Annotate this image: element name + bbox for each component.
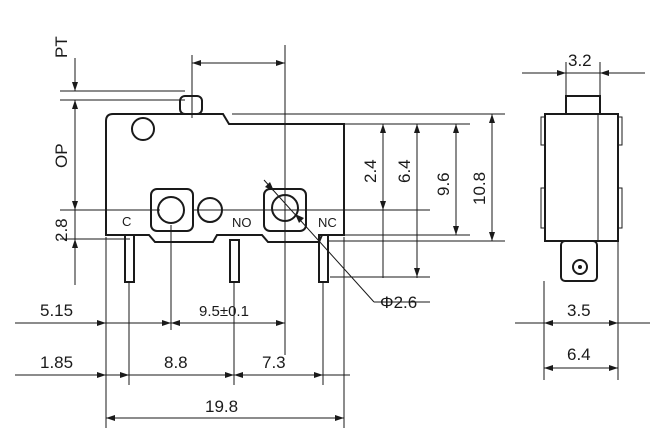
terminal-c-pin [124,234,135,283]
dim-7-3-label: 7.3 [262,353,286,372]
bottom-dimensions [15,225,350,428]
side-plunger [565,95,601,115]
mounting-hole-top [131,117,155,141]
dim-9-5-label: 9.5±0.1 [199,303,249,320]
side-terminal-tab [560,240,598,282]
pt-label: PT [52,36,71,58]
top-dimension [191,45,286,355]
left-vertical-dimensions [60,58,185,285]
op-label: OP [52,143,71,168]
plunger [179,95,203,115]
side-body-outline [544,113,619,242]
dim-2-4-label: 2.4 [361,159,380,183]
left-mounting-hole [157,196,185,224]
terminal-nc-label: NC [318,215,337,230]
dim-phi-label: Φ2.6 [380,293,417,312]
side-view-dimensions [515,62,650,380]
dim-6-4-vertical-label: 6.4 [395,159,414,183]
dim-6-4-horizontal-label: 6.4 [567,345,591,364]
dim-19-8-label: 19.8 [205,397,238,416]
right-vertical-dimensions [192,113,505,278]
dim-9-6-label: 9.6 [434,172,453,196]
switch-front-view [105,95,345,283]
dim-8-8-label: 8.8 [164,353,188,372]
dim-2-8-label: 2.8 [52,218,71,242]
switch-side-view [540,95,623,282]
dim-1-85-label: 1.85 [40,353,73,372]
terminal-no-pin [229,239,240,283]
side-terminal-hole [572,259,588,275]
dim-3-5-label: 3.5 [567,301,591,320]
dim-10-8-label: 10.8 [470,172,489,205]
dim-3-2-label: 3.2 [568,51,592,70]
dim-5-15-label: 5.15 [40,301,73,320]
switch-body-outline [105,113,345,243]
diameter-leader [263,179,430,303]
terminal-c-label: C [122,214,131,229]
terminal-no-label: NO [232,215,252,230]
